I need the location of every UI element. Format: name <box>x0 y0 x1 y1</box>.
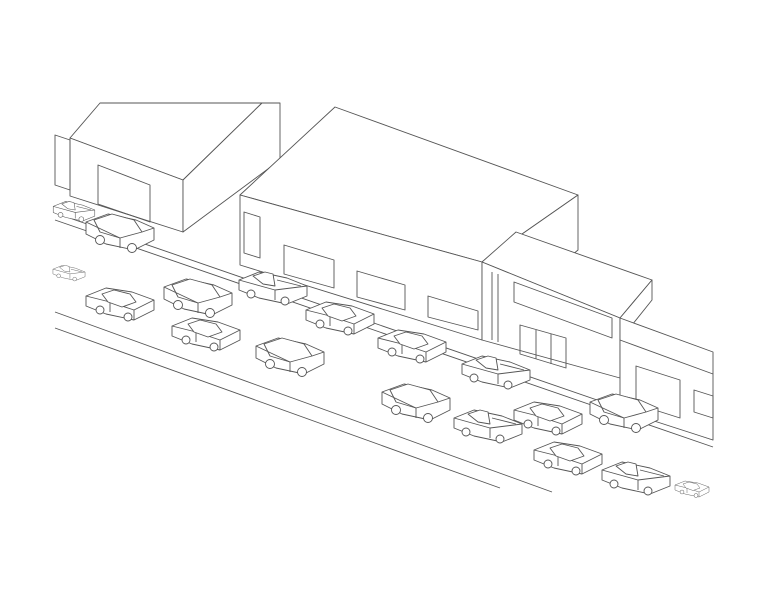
car-sedan <box>305 301 375 336</box>
car-sedan <box>377 329 447 364</box>
car-pickup <box>453 409 523 444</box>
entrance-doors <box>519 324 567 369</box>
curb-line <box>54 327 501 489</box>
car-pickup <box>52 265 86 282</box>
car-sedan <box>85 287 155 322</box>
car-sedan <box>171 317 241 352</box>
car-pickup <box>601 461 671 496</box>
car-suv <box>255 337 325 377</box>
car-suv <box>381 383 451 423</box>
car-suv <box>163 278 233 318</box>
car-sedan <box>533 441 603 476</box>
car-sedan <box>513 401 583 436</box>
curb-line <box>54 311 553 493</box>
door <box>243 211 261 259</box>
building-left <box>54 102 281 233</box>
car-pickup <box>52 201 96 222</box>
car-sedan <box>674 480 710 498</box>
car-pickup <box>461 355 531 390</box>
